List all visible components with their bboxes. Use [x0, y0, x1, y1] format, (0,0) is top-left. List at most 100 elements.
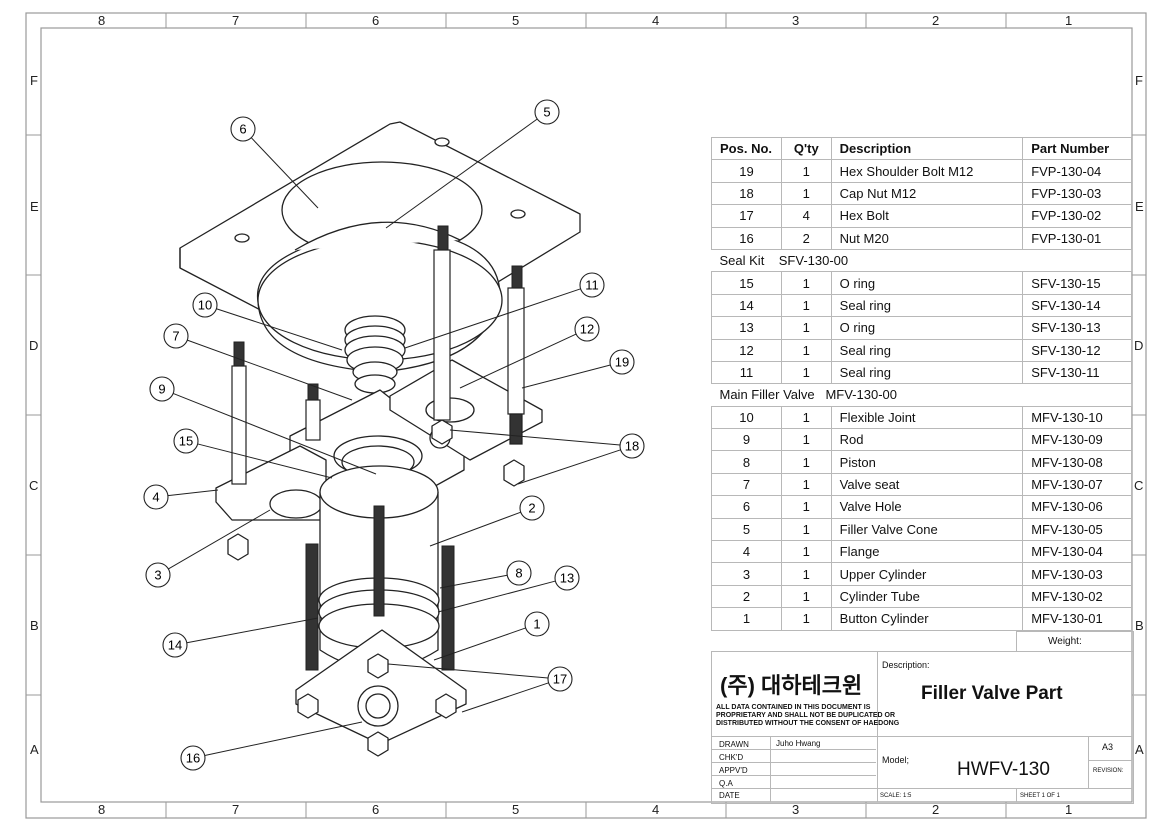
bom-cell-pos: 11	[711, 360, 782, 385]
bom-header-desc: Description	[830, 136, 1024, 161]
balloon-circle	[180, 745, 206, 771]
bom-cell-pos: 14	[711, 293, 782, 318]
drawn-label: DRAWN	[719, 740, 749, 749]
balloon-number: 19	[615, 355, 629, 370]
bom-cell-desc: O ring	[830, 271, 1024, 295]
scale-label: SCALE: 1:5	[880, 793, 912, 799]
zone-col-bottom: 1	[1065, 802, 1073, 817]
bom-cell-qty: 1	[780, 338, 832, 362]
bom-cell-pos: 16	[711, 226, 782, 250]
bom-cell-part: MFV-130-08	[1022, 450, 1132, 474]
bom-cell-qty: 4	[780, 204, 832, 228]
balloon-number: 7	[172, 329, 179, 344]
zone-row-left: A	[30, 742, 39, 757]
bom-cell-part: MFV-130-06	[1022, 495, 1132, 519]
zone-col-bottom: 8	[98, 802, 106, 817]
zone-col-bottom: 7	[232, 802, 240, 817]
balloon-circle	[534, 99, 560, 125]
bom-cell-pos: 10	[711, 405, 782, 430]
zone-row-left: E	[30, 199, 39, 214]
bom-cell-desc: Upper Cylinder	[830, 562, 1024, 586]
bom-cell-desc: Hex Shoulder Bolt M12	[830, 159, 1024, 183]
bom-cell-pos: 3	[711, 562, 782, 586]
bom-cell-qty: 1	[780, 293, 832, 318]
bom-cell-qty: 1	[780, 159, 832, 183]
bom-cell-part: MFV-130-05	[1022, 517, 1132, 542]
balloon-circle	[145, 562, 171, 588]
bom-cell-desc: Cylinder Tube	[830, 584, 1024, 609]
zone-col-bottom: 4	[652, 802, 660, 817]
sheet-number: SHEET 1 OF 1	[1020, 793, 1060, 799]
balloon-number: 11	[585, 278, 599, 293]
balloon-circle	[579, 272, 605, 298]
leader-line	[437, 580, 556, 613]
bom-header-part: Part Number	[1022, 136, 1132, 161]
bom-group-row: Seal Kit SFV-130-00	[711, 248, 1132, 273]
balloon-circle	[162, 632, 188, 658]
bom-cell-part: SFV-130-11	[1022, 360, 1132, 385]
bom-cell-desc: Hex Bolt	[830, 204, 1024, 228]
zone-col-top: 4	[652, 13, 660, 28]
balloon-circle	[609, 349, 635, 375]
bom-cell-part: MFV-130-04	[1022, 540, 1132, 564]
leader-line	[433, 627, 526, 661]
balloon-number: 15	[179, 434, 193, 449]
model-label: Model;	[882, 755, 910, 765]
bom-cell-qty: 1	[780, 562, 832, 586]
bom-cell-pos: 13	[711, 316, 782, 340]
leader-lines	[167, 118, 621, 756]
bom-cell-desc: Nut M20	[830, 226, 1024, 250]
bom-header-qty: Q'ty	[780, 136, 832, 161]
leader-line	[461, 682, 549, 713]
bom-cell-pos: 17	[711, 204, 782, 228]
bom-cell-qty: 2	[780, 226, 832, 250]
balloon-circle	[163, 323, 189, 349]
leader-line	[385, 118, 538, 229]
leader-line	[186, 617, 319, 644]
drawing-description: Filler Valve Part	[921, 683, 1063, 704]
balloon-circle	[173, 428, 199, 454]
bom-cell-qty: 1	[780, 472, 832, 497]
bom-cell-part: MFV-130-07	[1022, 472, 1132, 497]
bom-cell-part: SFV-130-14	[1022, 293, 1132, 318]
balloon-number: 10	[198, 298, 212, 313]
zone-row-right: E	[1135, 199, 1144, 214]
zone-row-left: F	[30, 73, 38, 88]
bom-cell-part: MFV-130-09	[1022, 428, 1132, 452]
bom-cell-part: MFV-130-02	[1022, 584, 1132, 609]
bom-cell-qty: 1	[780, 607, 832, 631]
bom-cell-qty: 1	[780, 495, 832, 519]
leader-line	[168, 509, 271, 570]
weight-label: Weight:	[1048, 636, 1082, 647]
bom-cell-part: FVP-130-01	[1022, 226, 1132, 250]
drawn-by: Juho Hwang	[776, 739, 821, 748]
zone-row-left: C	[29, 478, 39, 493]
bom-cell-desc: Cap Nut M12	[830, 181, 1024, 206]
balloon-number: 12	[580, 322, 594, 337]
leader-line	[439, 574, 508, 589]
leader-line	[429, 511, 521, 547]
bom-cell-qty: 1	[780, 181, 832, 206]
bom-cell-desc: Flexible Joint	[830, 405, 1024, 430]
bom-group-row: Main Filler Valve MFV-130-00	[711, 383, 1132, 407]
balloon-circle	[547, 666, 573, 692]
bom-cell-qty: 1	[780, 540, 832, 564]
hex-bolts	[227, 419, 525, 757]
zone-row-left: D	[29, 338, 39, 353]
zone-col-top: 1	[1065, 13, 1073, 28]
balloon-number: 17	[553, 672, 567, 687]
leader-line	[521, 364, 611, 389]
balloon-circle	[619, 433, 645, 459]
description-label: Description:	[882, 660, 930, 670]
balloon-number: 6	[239, 122, 246, 137]
